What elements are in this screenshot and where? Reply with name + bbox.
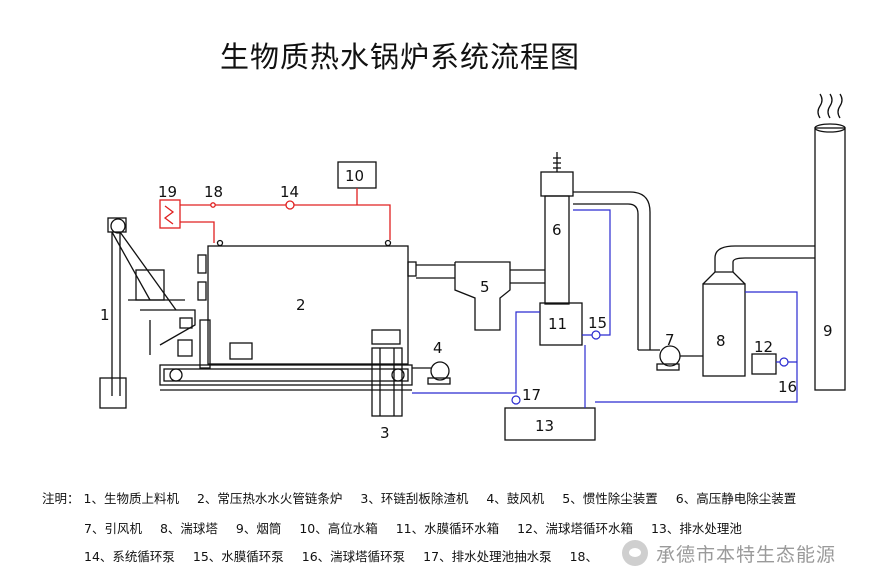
electrostatic-precipitator (540, 152, 651, 350)
label-9: 9 (823, 322, 833, 340)
label-15: 15 (588, 314, 607, 332)
note-item: 9、烟筒 (235, 521, 282, 536)
notes-row-3: 14、系统循环泵 15、水膜循环泵 16、湍球塔循环泵 17、排水处理池抽水泵 … (84, 546, 896, 565)
label-16: 16 (778, 378, 797, 396)
water-pipes (412, 209, 798, 408)
page-title: 生物质热水锅炉系统流程图 (219, 40, 580, 74)
slag-remover (371, 347, 403, 417)
drainage-pool (504, 407, 596, 441)
ball-tower-tank (751, 353, 777, 375)
turbulent-ball-tower (702, 245, 815, 377)
label-2: 2 (296, 296, 306, 314)
label-17: 17 (522, 386, 541, 404)
blower (412, 361, 451, 385)
notes-row-1: 注明： 1、生物质上料机 2、常压热水水火管链条炉 3、环链刮板除渣机 4、鼓风… (42, 488, 896, 507)
note-item: 15、水膜循环泵 (192, 549, 284, 564)
note-item: 14、系统循环泵 (84, 549, 175, 564)
watermark-text: 承德市本特生态能源 (656, 543, 837, 566)
note-item: 7、引风机 (84, 521, 142, 536)
note-item: 1、生物质上料机 (83, 491, 179, 506)
note-item: 18、 (569, 549, 598, 564)
note-item: 6、高压静电除尘装置 (675, 491, 797, 506)
induced-draft-fan (638, 345, 703, 371)
watermark: 承德市本特生态能源 (622, 536, 892, 570)
label-1: 1 (100, 306, 110, 324)
component-labels: 1 2 3 4 5 6 7 8 9 10 11 12 13 14 15 16 1… (100, 167, 833, 442)
note-item: 2、常压热水水火管链条炉 (196, 491, 343, 506)
hot-water-boiler (159, 239, 417, 391)
label-4: 4 (433, 339, 443, 357)
note-item: 16、湍球塔循环泵 (301, 549, 406, 564)
note-item: 10、高位水箱 (299, 521, 378, 536)
hot-water-pipes (163, 188, 391, 243)
label-11: 11 (548, 315, 567, 333)
note-item: 13、排水处理池 (650, 521, 742, 536)
label-8: 8 (716, 332, 726, 350)
note-item: 11、水膜循环水箱 (395, 521, 500, 536)
label-14: 14 (280, 183, 299, 201)
notes-row-2: 7、引风机 8、湍球塔 9、烟筒 10、高位水箱 11、水膜循环水箱 12、湍球… (84, 518, 896, 537)
label-18: 18 (204, 183, 223, 201)
label-19: 19 (158, 183, 177, 201)
note-item: 3、环链刮板除渣机 (360, 491, 469, 506)
label-3: 3 (380, 424, 390, 442)
heat-exchanger (159, 199, 181, 229)
biomass-feeder (99, 217, 196, 409)
notes-prefix: 注明： (42, 491, 80, 506)
note-item: 4、鼓风机 (486, 491, 545, 506)
label-13: 13 (535, 417, 554, 435)
chimney (814, 93, 846, 391)
note-item: 17、排水处理池抽水泵 (423, 549, 552, 564)
label-10: 10 (345, 167, 364, 185)
label-12: 12 (754, 338, 773, 356)
inertial-dust-remover (416, 261, 545, 331)
wechat-icon (622, 540, 648, 566)
label-6: 6 (552, 221, 562, 239)
note-item: 8、湍球塔 (159, 521, 218, 536)
note-item: 5、惯性除尘装置 (562, 491, 658, 506)
water-film-tank (539, 302, 583, 346)
note-item: 12、湍球塔循环水箱 (517, 521, 633, 536)
label-5: 5 (480, 278, 490, 296)
label-7: 7 (665, 331, 675, 349)
